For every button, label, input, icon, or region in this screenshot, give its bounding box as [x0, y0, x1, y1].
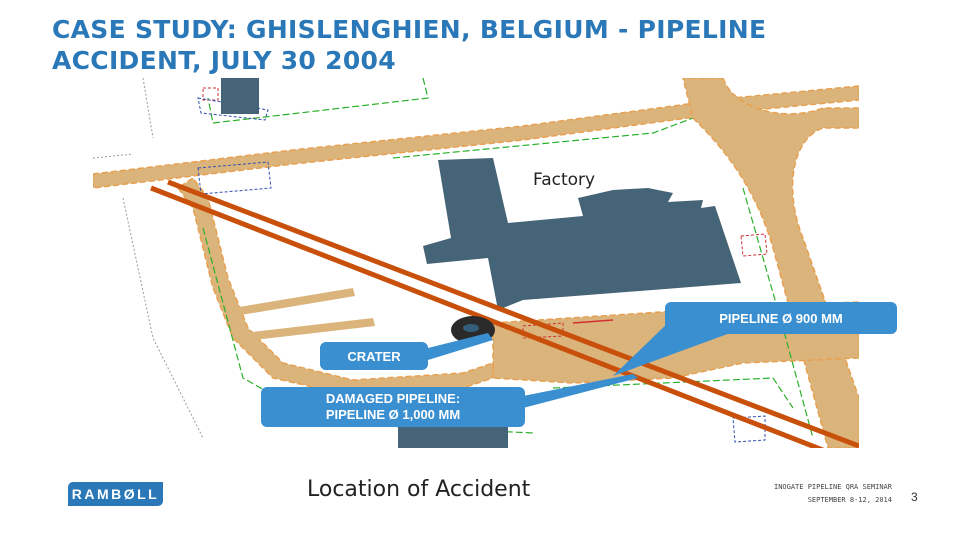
damaged-callout-line-1: DAMAGED PIPELINE: — [325, 391, 461, 406]
parking-road-2 — [243, 318, 375, 341]
parking-road — [233, 288, 355, 316]
page-number: 3 — [911, 490, 918, 504]
footer-seminar: INOGATE PIPELINE QRA SEMINAR — [773, 483, 892, 491]
blue-outline-1 — [197, 161, 272, 195]
pipeline-900 — [167, 179, 859, 448]
slide-caption: Location of Accident — [307, 477, 531, 502]
small-building — [221, 78, 259, 114]
ramboll-logo: RAMBØLL — [68, 482, 163, 506]
blue-outline-3 — [732, 415, 766, 443]
damaged-pointer — [523, 374, 638, 408]
damaged-callout-line-2: PIPELINE Ø 1,000 MM — [325, 407, 461, 422]
red-outline-4 — [740, 233, 768, 257]
pipeline-1000 — [150, 185, 825, 448]
factory-building — [423, 158, 741, 310]
boundary-line-5 — [552, 377, 794, 409]
crater-pointer — [428, 333, 493, 360]
slide-title: CASE STUDY: GHISLENGHIEN, BELGIUM - PIPE… — [52, 14, 932, 76]
crater-callout: CRATER — [320, 342, 428, 370]
red-outline-3 — [572, 319, 614, 324]
boundary-line-2 — [207, 78, 429, 124]
pipeline-900-callout: PIPELINE Ø 900 MM — [665, 302, 897, 334]
title-line-2: ACCIDENT, JULY 30 2004 — [52, 46, 396, 75]
footer-info: INOGATE PIPELINE QRA SEMINAR SEPTEMBER 8… — [774, 481, 892, 507]
boundary-line-7 — [122, 197, 204, 439]
red-outline-1 — [202, 87, 219, 101]
main-road — [93, 85, 859, 189]
footer-date: SEPTEMBER 8-12, 2014 — [807, 496, 892, 504]
crater-center — [463, 324, 479, 332]
damaged-pipeline-callout: DAMAGED PIPELINE: PIPELINE Ø 1,000 MM — [261, 387, 525, 427]
title-line-1: CASE STUDY: GHISLENGHIEN, BELGIUM - PIPE… — [52, 15, 767, 44]
boundary-line-6 — [93, 78, 154, 159]
factory-label: Factory — [533, 170, 596, 190]
boundary-line-3 — [392, 117, 694, 159]
pipeline-900-callout-text: PIPELINE Ø 900 MM — [719, 310, 843, 326]
side-road-left — [176, 176, 494, 397]
crater-callout-text: CRATER — [347, 348, 401, 364]
